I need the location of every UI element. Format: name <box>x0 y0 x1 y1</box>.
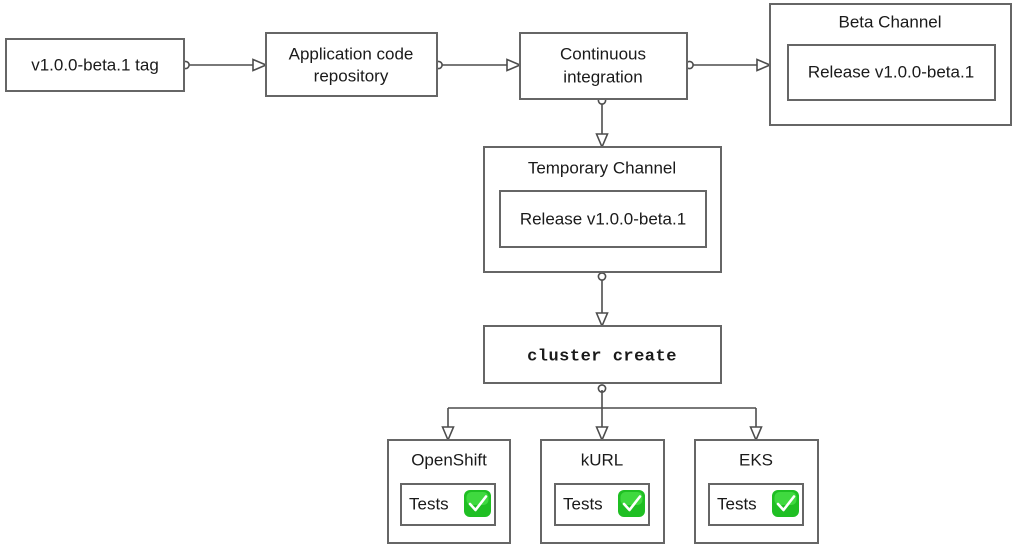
node-openshift[interactable]: OpenShift Tests <box>387 439 511 544</box>
node-eks-title: EKS <box>739 450 773 469</box>
node-eks[interactable]: EKS Tests <box>694 439 819 544</box>
node-repo[interactable]: Application code repository <box>265 32 438 97</box>
node-temp-channel-release-label: Release v1.0.0-beta.1 <box>520 209 686 228</box>
node-beta-channel[interactable]: Beta Channel Release v1.0.0-beta.1 <box>769 3 1012 126</box>
node-beta-channel-release-box[interactable] <box>787 44 996 101</box>
node-repo-label-line1: Application code <box>289 44 414 63</box>
edge-ci-to-beta-channel <box>685 58 773 72</box>
check-mark-green-icon <box>618 490 645 517</box>
node-beta-channel-release-label: Release v1.0.0-beta.1 <box>808 62 974 81</box>
node-beta-channel-title: Beta Channel <box>838 12 941 31</box>
node-temp-channel-release-box[interactable] <box>499 190 707 248</box>
node-openshift-tests-label: Tests <box>409 494 449 513</box>
node-ci-box[interactable] <box>519 32 688 100</box>
edge-ci-to-temp-channel <box>595 96 609 150</box>
edge-cluster-create-fanout <box>441 384 763 443</box>
node-temp-channel-title: Temporary Channel <box>528 158 676 177</box>
node-tag-box[interactable] <box>5 38 185 92</box>
node-repo-label-line2: repository <box>314 66 389 85</box>
node-openshift-title: OpenShift <box>411 450 487 469</box>
node-tag[interactable]: v1.0.0-beta.1 tag <box>5 38 185 92</box>
node-eks-tests-label: Tests <box>717 494 757 513</box>
edge-temp-channel-to-cluster-create <box>595 272 609 329</box>
node-cluster-create[interactable]: cluster create <box>483 325 722 384</box>
edge-repo-to-ci <box>434 58 523 72</box>
node-kurl-tests-label: Tests <box>563 494 603 513</box>
check-mark-green-icon <box>772 490 799 517</box>
node-kurl[interactable]: kURL Tests <box>540 439 665 544</box>
node-tag-label: v1.0.0-beta.1 tag <box>31 55 159 74</box>
node-repo-box[interactable] <box>265 32 438 97</box>
node-kurl-title: kURL <box>581 450 624 469</box>
node-ci-label-line2: integration <box>563 67 642 86</box>
check-mark-green-icon <box>464 490 491 517</box>
edge-tag-to-repo <box>181 58 269 72</box>
node-temp-channel[interactable]: Temporary Channel Release v1.0.0-beta.1 <box>483 146 722 273</box>
node-cluster-create-label: cluster create <box>527 347 677 366</box>
node-ci[interactable]: Continuous integration <box>519 32 688 100</box>
node-cluster-create-box[interactable] <box>483 325 722 384</box>
node-ci-label-line1: Continuous <box>560 44 646 63</box>
